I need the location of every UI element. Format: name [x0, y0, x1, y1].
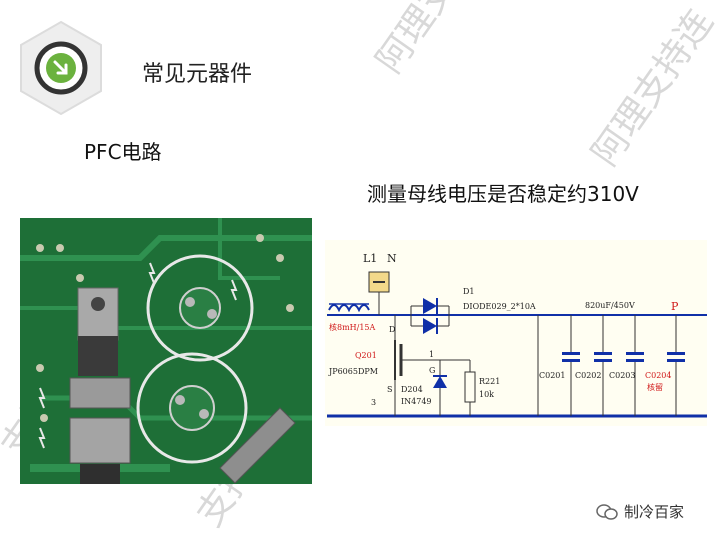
label-r221-value: 10k — [479, 390, 494, 399]
brand-footer: 制冷百家 — [596, 501, 684, 522]
label-d204-part: IN4749 — [401, 397, 432, 406]
label-q201-part: JP6065DPM — [328, 367, 378, 376]
label-cap-rating: 820uF/450V — [585, 301, 635, 310]
label-inductor: 核8mH/15A — [329, 322, 376, 332]
label-c0204-note: 核留 — [647, 382, 663, 392]
slide-title: 常见元器件 — [142, 62, 253, 87]
arrow-down-right-icon — [53, 60, 68, 75]
label-d: D — [389, 325, 395, 334]
label-r221: R221 — [479, 377, 500, 386]
label-s: S — [387, 385, 392, 394]
wechat-icon — [596, 503, 618, 520]
watermark-text: 阿理支持 — [368, 0, 485, 81]
label-l1: L1 — [363, 252, 377, 265]
slide-badge — [18, 20, 104, 116]
label-c0203: C0203 — [609, 371, 635, 380]
label-c0201: C0201 — [539, 371, 565, 380]
watermark-text: 阿理支持连 — [584, 2, 720, 174]
label-d204: D204 — [401, 385, 423, 394]
label-d1: D1 — [463, 287, 475, 296]
pfc-schematic: L1 N 核8mH/15A D1 DIODE029_2*10A D Q201 J… — [325, 240, 707, 426]
label-c0204: C0204 — [645, 371, 671, 380]
brand-name: 制冷百家 — [624, 503, 685, 521]
measurement-note: 测量母线电压是否稳定约310V — [367, 182, 639, 206]
label-c0202: C0202 — [575, 371, 601, 380]
label-q201: Q201 — [355, 351, 377, 360]
pcb-photo — [20, 218, 312, 484]
label-g: G — [429, 366, 435, 375]
label-d1-part: DIODE029_2*10A — [463, 302, 536, 311]
label-n: N — [387, 252, 397, 265]
label-node1: 1 — [429, 350, 434, 359]
label-p: P — [671, 300, 679, 313]
section-heading: PFC电路 — [84, 140, 162, 164]
label-pin3: 3 — [371, 398, 376, 407]
